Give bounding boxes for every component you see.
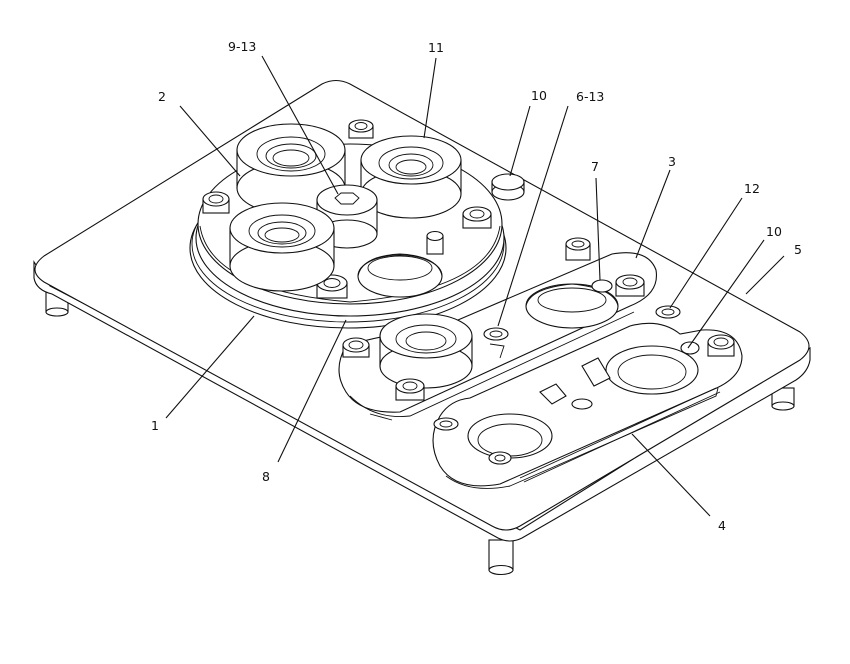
head-cylinder-front-left <box>229 202 335 292</box>
callout-3: 3 <box>668 154 676 169</box>
callout-labels: 9-13 11 2 10 6-13 7 3 12 10 5 1 8 4 <box>151 39 802 533</box>
leader-10b <box>687 239 765 349</box>
leader-7 <box>595 177 601 281</box>
callout-4: 4 <box>718 518 726 533</box>
callout-6-13: 6-13 <box>576 89 604 104</box>
leader-6-13 <box>497 105 569 327</box>
head-cylinder-back-right <box>360 135 462 219</box>
callout-7: 7 <box>591 159 599 174</box>
head-pin <box>426 230 444 255</box>
callout-1: 1 <box>151 418 159 433</box>
leader-3 <box>635 169 671 259</box>
leader-lines <box>165 55 785 517</box>
callout-8: 8 <box>262 469 270 484</box>
leader-12 <box>669 197 743 309</box>
leader-5 <box>745 255 785 295</box>
plate-leg-front <box>488 539 514 576</box>
head-recess-front-right <box>357 253 443 298</box>
callout-12: 12 <box>744 181 760 196</box>
leader-9-13 <box>261 55 339 195</box>
upper-valve-plate <box>338 237 658 421</box>
callout-5: 5 <box>794 242 802 257</box>
callout-11: 11 <box>428 40 444 55</box>
callout-9-13: 9-13 <box>228 39 256 54</box>
leader-1 <box>165 315 255 419</box>
round-head-assembly <box>197 119 503 305</box>
leader-8 <box>277 319 347 463</box>
head-bolt-top <box>348 119 374 139</box>
leader-4 <box>631 433 711 517</box>
head-bolt-left <box>202 191 230 214</box>
leader-2 <box>179 105 241 177</box>
head-bolt-right <box>462 206 492 229</box>
callout-10b: 10 <box>766 224 782 239</box>
lower-valve-plate <box>432 305 743 489</box>
plate-leg-right <box>771 387 795 411</box>
leader-10a <box>509 105 531 177</box>
callout-10a: 10 <box>531 88 547 103</box>
leader-11 <box>423 57 437 139</box>
loose-pin <box>491 173 525 201</box>
callout-2: 2 <box>158 89 166 104</box>
plate-edge <box>33 260 811 542</box>
